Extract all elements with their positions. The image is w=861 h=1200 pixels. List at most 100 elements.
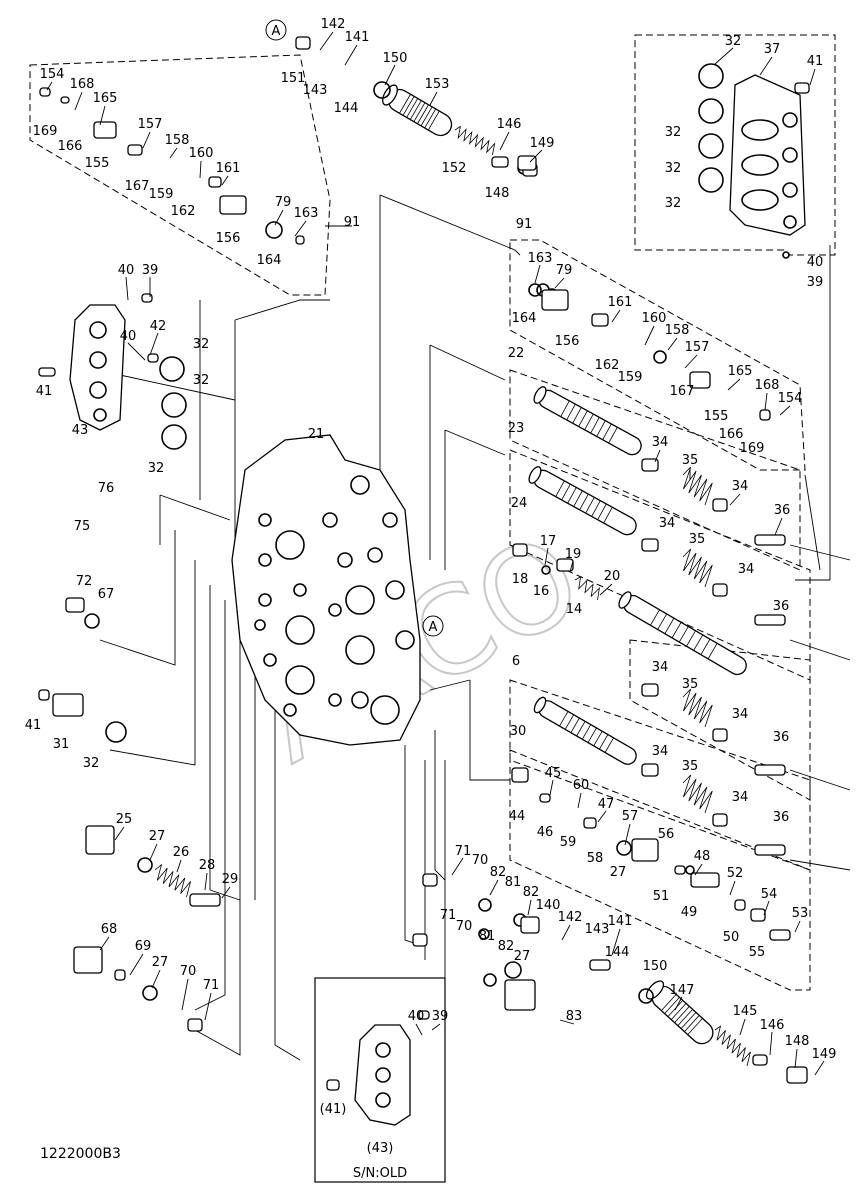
callout-leader	[534, 264, 541, 284]
callout-152: 152	[442, 161, 467, 176]
callout-34: 34	[732, 790, 749, 805]
callout-91: 91	[344, 215, 361, 230]
callout-leader	[599, 583, 613, 596]
callout-155: 155	[85, 156, 110, 171]
callout-147: 147	[670, 983, 695, 998]
callout-37: 37	[764, 42, 781, 57]
side-cover-left	[69, 304, 126, 431]
body-port	[293, 583, 307, 597]
callout-169: 169	[33, 124, 58, 139]
callout-41: 41	[36, 384, 53, 399]
callout-146: 146	[497, 117, 522, 132]
o-ring	[478, 928, 490, 940]
o-ring	[159, 356, 185, 382]
callout-leader	[611, 928, 621, 956]
plug	[794, 82, 810, 94]
plug	[295, 36, 311, 50]
o-ring	[478, 898, 492, 912]
o-ring	[698, 98, 724, 124]
callout-36: 36	[773, 730, 790, 745]
plug	[712, 498, 728, 512]
callout-14: 14	[566, 602, 583, 617]
callout-163: 163	[528, 251, 553, 266]
callout-40: 40	[807, 255, 824, 270]
callout-41: 41	[25, 718, 42, 733]
callout-70: 70	[180, 964, 197, 979]
callout-leader	[149, 332, 159, 356]
callout-leader	[729, 880, 736, 896]
callout-leader	[451, 857, 464, 876]
callout-leader	[759, 56, 773, 76]
valve-body	[231, 434, 421, 746]
plug	[504, 979, 536, 1011]
callout-140: 140	[536, 898, 561, 913]
callout-leader	[149, 843, 158, 861]
plug	[326, 1079, 340, 1091]
callout-leader	[624, 823, 631, 846]
spring	[682, 548, 713, 588]
callout-149: 149	[812, 1047, 837, 1062]
callout-34: 34	[732, 479, 749, 494]
callout-52: 52	[727, 866, 744, 881]
o-ring	[616, 840, 632, 856]
callout-25: 25	[116, 812, 133, 827]
callout-leader	[554, 277, 565, 289]
callout-leader	[129, 953, 144, 976]
plug	[422, 873, 438, 887]
callout-68: 68	[101, 922, 118, 937]
callout-40: 40	[118, 263, 135, 278]
plug	[752, 1054, 768, 1066]
spool	[533, 696, 637, 765]
callout-leader	[727, 378, 741, 391]
callout-141: 141	[608, 914, 633, 929]
callout-53: 53	[792, 906, 809, 921]
callout-155: 155	[704, 409, 729, 424]
callout-34: 34	[738, 562, 755, 577]
callout-leader	[769, 1031, 773, 1056]
callout-35: 35	[682, 677, 699, 692]
spring	[682, 466, 713, 506]
callout-70: 70	[472, 853, 489, 868]
drawing-code: 1222000B3	[40, 1146, 121, 1162]
callout-69: 69	[135, 939, 152, 954]
o-ring	[638, 988, 654, 1004]
callout-leader	[814, 1060, 825, 1076]
o-ring	[541, 565, 551, 575]
callout-leader	[794, 1048, 798, 1069]
callout-166: 166	[719, 427, 744, 442]
callout-146: 146	[760, 1018, 785, 1033]
plug	[641, 538, 659, 552]
callout-165: 165	[728, 364, 753, 379]
spring	[682, 774, 713, 814]
side-cover-right	[729, 74, 806, 236]
plug	[127, 144, 143, 156]
callout-34: 34	[652, 744, 669, 759]
callout-leader	[684, 354, 698, 369]
callout-160: 160	[189, 146, 214, 161]
o-ring	[105, 721, 127, 743]
plug	[759, 409, 771, 421]
callout-71: 71	[440, 908, 457, 923]
plug	[754, 534, 786, 546]
o-ring	[698, 63, 724, 89]
callout-35: 35	[682, 759, 699, 774]
callout-83: 83	[566, 1009, 583, 1024]
plug	[512, 543, 528, 557]
callout-154: 154	[778, 391, 803, 406]
callout-leader	[569, 560, 574, 573]
plug	[539, 793, 551, 803]
plug	[641, 458, 659, 472]
o-ring	[373, 81, 391, 99]
inset-cover-outline	[354, 1024, 411, 1126]
callout-67: 67	[98, 587, 115, 602]
callout-36: 36	[774, 503, 791, 518]
marker-a-top-label: A	[272, 24, 281, 39]
callout-81: 81	[479, 929, 496, 944]
callout-166: 166	[58, 139, 83, 154]
callout-leader	[611, 309, 621, 323]
callout-49: 49	[681, 905, 698, 920]
callout-leader	[774, 517, 783, 536]
plug	[189, 893, 221, 907]
o-ring	[698, 133, 724, 159]
